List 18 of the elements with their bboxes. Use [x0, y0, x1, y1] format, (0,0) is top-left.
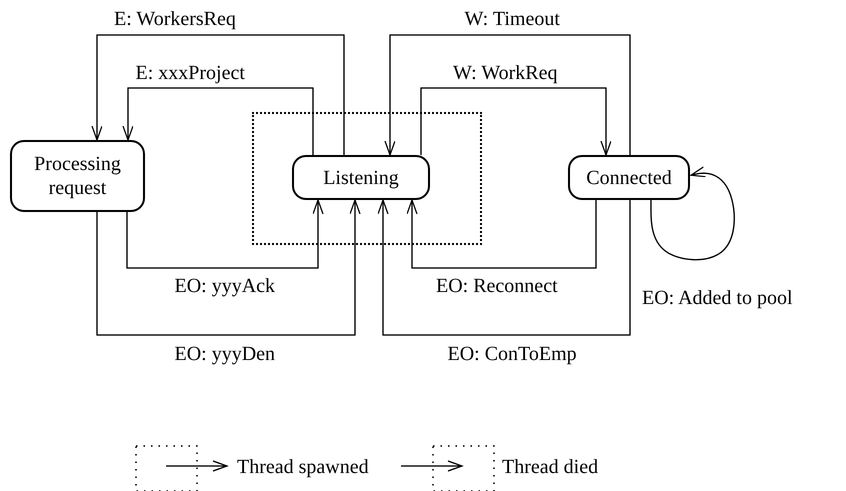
- edge-label: W: WorkReq: [451, 62, 560, 84]
- arrow: [406, 199, 597, 269]
- edge-label: EO: Added to pool: [640, 287, 795, 309]
- edge-label: E: WorkersReq: [112, 8, 238, 30]
- dotted-thread-box: [252, 112, 482, 245]
- arrow: [122, 87, 314, 155]
- arrow: [650, 166, 735, 260]
- state-box: Connected: [568, 155, 690, 200]
- edge-label: EO: yyyAck: [172, 275, 278, 297]
- arrow: [91, 34, 345, 155]
- arrow: [96, 199, 361, 336]
- arrow: [126, 199, 324, 269]
- state-box: Processing request: [10, 140, 145, 212]
- arrow: [420, 87, 612, 156]
- arrow: [377, 199, 631, 336]
- legend-label: Thread spawned: [235, 456, 371, 478]
- arrow: [384, 34, 631, 156]
- state-box: Listening: [292, 155, 430, 200]
